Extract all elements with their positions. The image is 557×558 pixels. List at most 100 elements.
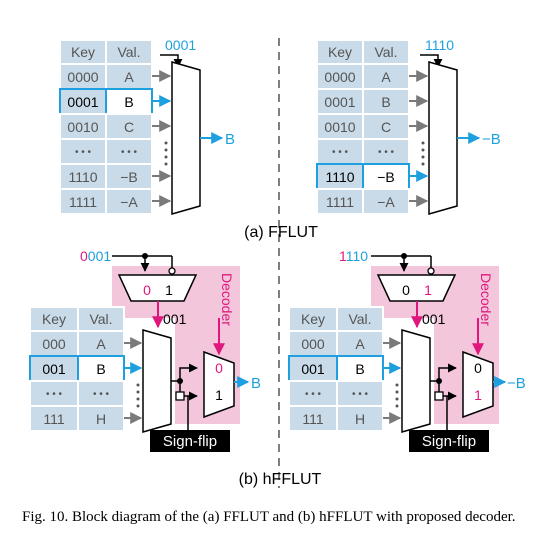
ffl-left-panel: 0001 Key Val. 0000 A 0001 B 0010 C • • •… xyxy=(59,37,235,215)
table-row: 0010 xyxy=(67,119,98,135)
hffl-left-key-header: Key xyxy=(42,311,66,327)
ffl-right-output: −B xyxy=(482,131,501,148)
table-row: −A xyxy=(120,194,138,210)
hffl-right-decoder-label: Decoder xyxy=(478,273,494,326)
hffl-right-input: 1110 xyxy=(339,248,368,264)
block-diagram: 0001 Key Val. 0000 A 0001 B 0010 C • • •… xyxy=(29,37,526,488)
subfigure-label-b: (b) hFFLUT xyxy=(239,471,322,488)
ffl-left-mux-dots xyxy=(164,141,168,166)
hffl-left-sign-flip: Sign-flip xyxy=(163,433,217,450)
table-row: B xyxy=(124,94,133,110)
subfigure-label-a: (a) FFLUT xyxy=(244,224,318,241)
table-row: A xyxy=(381,69,391,85)
table-row: B xyxy=(381,94,390,110)
table-row: C xyxy=(381,119,391,135)
table-row: −A xyxy=(377,194,395,210)
table-row: A xyxy=(96,336,106,352)
table-row: 0000 xyxy=(324,69,355,85)
hffl-left-mux-dots xyxy=(136,383,140,408)
hffl-right-key-header: Key xyxy=(301,311,325,327)
ffl-right-key-header: Key xyxy=(328,44,352,60)
table-row: • • • xyxy=(305,389,322,400)
hffl-right-mux-port-0: 0 xyxy=(474,360,482,376)
table-row: 1111 xyxy=(326,194,354,210)
table-row: −B xyxy=(120,169,138,185)
hffl-left-table: Key Val. 000 A 001 B • • • • • • 111 H xyxy=(29,306,125,432)
hffl-right-output: −B xyxy=(507,375,526,392)
table-row: 0000 xyxy=(67,69,98,85)
table-row: 0001 xyxy=(67,94,98,110)
table-row: • • • xyxy=(75,147,92,158)
hffl-right-lut-mux xyxy=(401,329,431,433)
table-row: • • • xyxy=(46,389,63,400)
table-row: 000 xyxy=(301,336,325,352)
ffl-left-row-arrows xyxy=(152,70,172,207)
hffl-left-decoder-port-1: 1 xyxy=(165,282,173,298)
hffl-right-decoder-mux xyxy=(376,274,457,302)
hffl-left-output: B xyxy=(251,375,261,392)
hffl-left-sign-flip-label-box xyxy=(150,430,230,452)
table-row: • • • xyxy=(352,389,369,400)
table-row: C xyxy=(124,119,134,135)
hffl-right-sign-flip-block xyxy=(434,391,444,401)
table-row: 0001 xyxy=(324,94,355,110)
table-row: 1111 xyxy=(69,194,97,210)
table-row: A xyxy=(124,69,134,85)
hffl-left-address: 001 xyxy=(163,311,187,327)
table-row: 0010 xyxy=(324,119,355,135)
ffl-left-key-header: Key xyxy=(71,44,95,60)
hffl-left-input: 0001 xyxy=(80,248,111,264)
ffl-left-mux xyxy=(171,61,201,215)
hffl-right-address: 001 xyxy=(422,311,446,327)
figure-caption: Fig. 10. Block diagram of the (a) FFLUT … xyxy=(22,509,516,525)
ffl-right-panel: 1110 Key Val. 0000 A 0001 B 0010 C • • •… xyxy=(316,37,501,215)
ffl-right-select-input: 1110 xyxy=(425,37,454,53)
ffl-right-mux-dots xyxy=(421,141,425,166)
table-row: B xyxy=(355,361,364,377)
hffl-left-val-header: Val. xyxy=(89,311,112,327)
table-row: −B xyxy=(377,169,395,185)
hffl-right-sign-flip-label-box xyxy=(409,430,489,452)
hffl-left-decoder-mux xyxy=(117,274,198,302)
hffl-right-row-arrows xyxy=(383,337,402,424)
table-row: • • • xyxy=(332,147,349,158)
table-row: 1110 xyxy=(325,169,354,185)
ffl-left-table: Key Val. 0000 A 0001 B 0010 C • • • • • … xyxy=(59,39,153,215)
hffl-left-row-arrows xyxy=(124,337,143,424)
hffl-right-mux-port-1: 1 xyxy=(474,387,482,403)
table-row: • • • xyxy=(93,389,110,400)
table-row: 1110 xyxy=(68,169,97,185)
table-row: 001 xyxy=(301,361,325,377)
table-row: 111 xyxy=(43,411,64,427)
table-row: 000 xyxy=(42,336,66,352)
hffl-right-table: Key Val. 000 A 001 B • • • • • • 111 H xyxy=(288,306,384,432)
table-row: A xyxy=(355,336,365,352)
hffl-left-decoder-label: Decoder xyxy=(219,273,235,326)
ffl-left-output: B xyxy=(225,131,235,148)
hffl-left-mux-port-1: 1 xyxy=(215,387,223,403)
hffl-right-val-header: Val. xyxy=(348,311,371,327)
hffl-left-panel: Decoder 0001 0 1 001 Key Val. 000 A 001 … xyxy=(29,248,261,452)
ffl-right-select-arrow xyxy=(420,54,443,68)
hffl-left-sign-flip-block xyxy=(175,391,185,401)
table-row: H xyxy=(96,411,106,427)
ffl-right-table: Key Val. 0000 A 0001 B 0010 C • • • • • … xyxy=(316,39,410,215)
hffl-right-panel: Decoder 1110 0 1 001 Key Val. 000 A 001 … xyxy=(288,248,526,452)
hffl-left-mux-port-0: 0 xyxy=(215,360,223,376)
ffl-left-val-header: Val. xyxy=(117,44,140,60)
hffl-left-decoder-port-0: 0 xyxy=(143,282,151,298)
table-row: H xyxy=(355,411,365,427)
table-row: 111 xyxy=(302,411,323,427)
hffl-left-output-mux xyxy=(203,350,235,419)
ffl-left-select-input: 0001 xyxy=(165,37,196,53)
table-row: • • • xyxy=(378,147,395,158)
table-row: B xyxy=(96,361,105,377)
hffl-right-sign-flip: Sign-flip xyxy=(422,433,476,450)
hffl-right-mux-dots xyxy=(395,383,399,408)
hffl-left-lut-mux xyxy=(142,329,172,433)
hffl-right-decoder-port-1: 1 xyxy=(424,282,432,298)
hffl-right-decoder-port-0: 0 xyxy=(402,282,410,298)
table-row: 001 xyxy=(42,361,66,377)
ffl-right-val-header: Val. xyxy=(374,44,397,60)
table-row: • • • xyxy=(121,147,138,158)
